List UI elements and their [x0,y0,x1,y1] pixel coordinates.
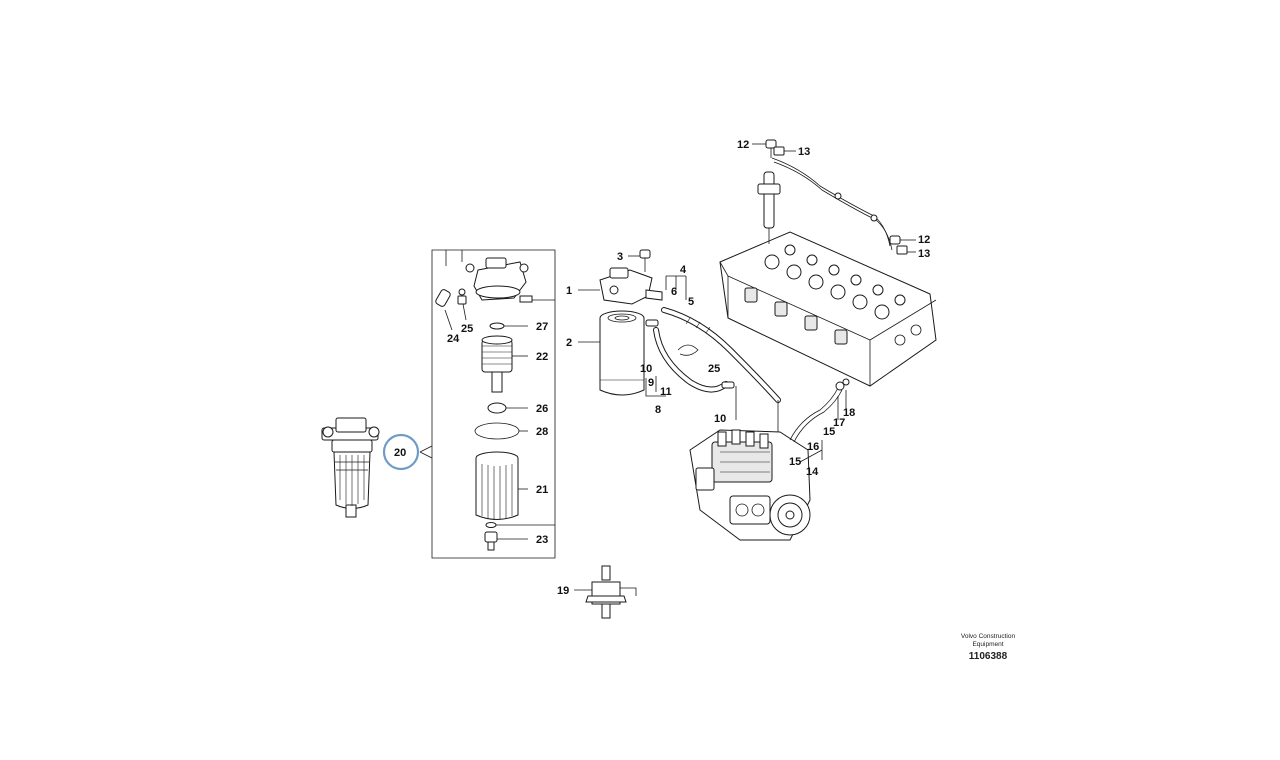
callout-9[interactable]: 9 [648,377,654,389]
hose-fitting-10[interactable] [645,319,735,389]
cylinder-head[interactable] [719,231,937,387]
o-ring-27[interactable] [489,322,505,330]
filter-bowl-21[interactable] [475,451,519,520]
drawing-number: 1106388 [968,651,1008,662]
callout-8[interactable]: 8 [655,404,661,416]
callout-13a[interactable]: 13 [798,146,810,158]
washer-13-right[interactable] [896,245,908,255]
ring-26[interactable] [487,402,507,414]
callout-16[interactable]: 16 [807,441,819,453]
callout-17[interactable]: 17 [833,417,845,429]
hose-11[interactable] [653,327,729,393]
hose-5[interactable] [661,307,781,403]
o-ring-small[interactable] [485,522,497,528]
callout-6[interactable]: 6 [671,286,677,298]
callout-27[interactable]: 27 [536,321,548,333]
fuel-filter-assembly[interactable] [321,417,380,518]
callout-23[interactable]: 23 [536,534,548,546]
callout-3[interactable]: 3 [617,251,623,263]
callout-5[interactable]: 5 [688,296,694,308]
fitting-25[interactable] [457,288,467,321]
callout-11[interactable]: 11 [660,386,672,398]
brand-line-1: Volvo Construction [960,633,1016,640]
callout-4[interactable]: 4 [680,264,687,276]
callout-28[interactable]: 28 [536,426,548,438]
callout-21[interactable]: 21 [536,484,548,496]
filter-element-22[interactable] [481,335,513,393]
spin-on-filter-2[interactable] [599,310,645,396]
callout-22[interactable]: 22 [536,351,548,363]
brand-line-2: Equipment [972,641,1004,648]
injector[interactable] [757,171,781,244]
callout-labels: 1 2 3 4 5 6 8 9 10 10 11 12 12 13 13 14 … [394,139,930,597]
callout-12b[interactable]: 12 [918,234,930,246]
callout-12a[interactable]: 12 [737,139,749,151]
seal-28[interactable] [474,422,520,440]
callout-19[interactable]: 19 [557,585,569,597]
callout-13b[interactable]: 13 [918,248,930,260]
injection-pump[interactable] [689,429,811,541]
callout-15b[interactable]: 15 [823,426,835,438]
sensor-19[interactable] [585,565,637,619]
return-line-14[interactable] [789,378,850,443]
washer-13-top[interactable] [773,146,785,156]
filter-head[interactable] [445,250,529,301]
exploded-view-frame [431,249,556,559]
leak-off-pipe[interactable] [771,157,893,251]
bolt-3[interactable] [639,249,651,272]
drain-plug-23[interactable] [484,531,498,551]
callout-1[interactable]: 1 [566,285,572,297]
drawing-reference: Volvo Construction Equipment 1106388 [940,633,1036,662]
filter-bracket-1[interactable] [599,267,663,305]
fitting-24[interactable] [435,289,453,331]
clip-small[interactable] [519,295,555,303]
callout-26[interactable]: 26 [536,403,548,415]
callout-20[interactable]: 20 [394,447,406,459]
callout-10b[interactable]: 10 [714,413,726,425]
callout-25b[interactable]: 25 [708,363,720,375]
callout-25a[interactable]: 25 [461,323,473,335]
callout-14[interactable]: 14 [806,466,819,478]
callout-15a[interactable]: 15 [789,456,801,468]
callout-10a[interactable]: 10 [640,363,652,375]
banjo-bolt-12-right[interactable] [889,235,901,245]
callout-24[interactable]: 24 [447,333,460,345]
callout-20-highlight[interactable] [382,433,420,471]
callout-2[interactable]: 2 [566,337,572,349]
callout-18[interactable]: 18 [843,407,855,419]
hose-clamp-25[interactable] [677,344,699,356]
